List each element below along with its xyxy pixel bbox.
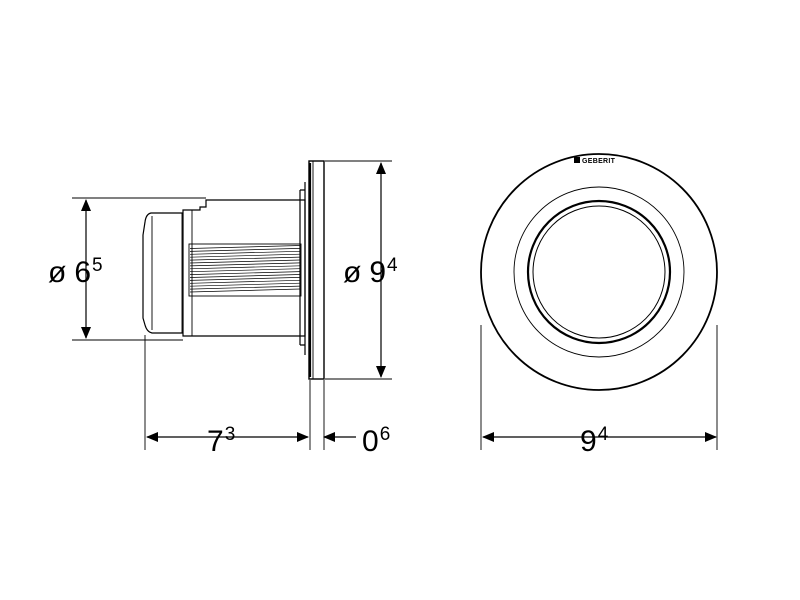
thread-line [189, 253, 301, 258]
thread-line [189, 285, 301, 290]
thread-line [189, 265, 301, 270]
button-cap [142, 212, 183, 334]
logo-mark [574, 157, 580, 163]
dim-label-plate-thickness: 06 [362, 424, 390, 458]
bezel-ring [513, 186, 685, 358]
dimension-lines [81, 162, 717, 442]
thread-line [189, 262, 301, 267]
thread-line [189, 248, 301, 252]
side-view [142, 160, 325, 380]
thread-line [189, 271, 301, 275]
cover-plate [308, 160, 325, 380]
thread-line [189, 256, 301, 261]
thread-line [189, 250, 301, 255]
dim-label-plate-diameter-front: 94 [580, 424, 609, 458]
extension-lines-side [72, 160, 392, 450]
geberit-logo: GEBERIT [574, 157, 616, 165]
thread-line [189, 274, 301, 278]
housing-body [182, 199, 306, 337]
button-ring-inner [532, 205, 666, 339]
thread-line [189, 259, 301, 264]
button-ring-outer [526, 199, 672, 345]
dim-label-body-length: 73 [207, 424, 235, 458]
thread-line [189, 282, 301, 287]
thread [188, 243, 302, 297]
front-view: GEBERIT [480, 153, 718, 391]
logo-text: GEBERIT [582, 158, 616, 165]
thread-line [189, 268, 301, 273]
cover-plate-outline [480, 153, 718, 391]
thread-line [189, 277, 301, 281]
thread-line [189, 245, 301, 249]
thread-line [189, 279, 301, 284]
thread-line [189, 288, 301, 293]
